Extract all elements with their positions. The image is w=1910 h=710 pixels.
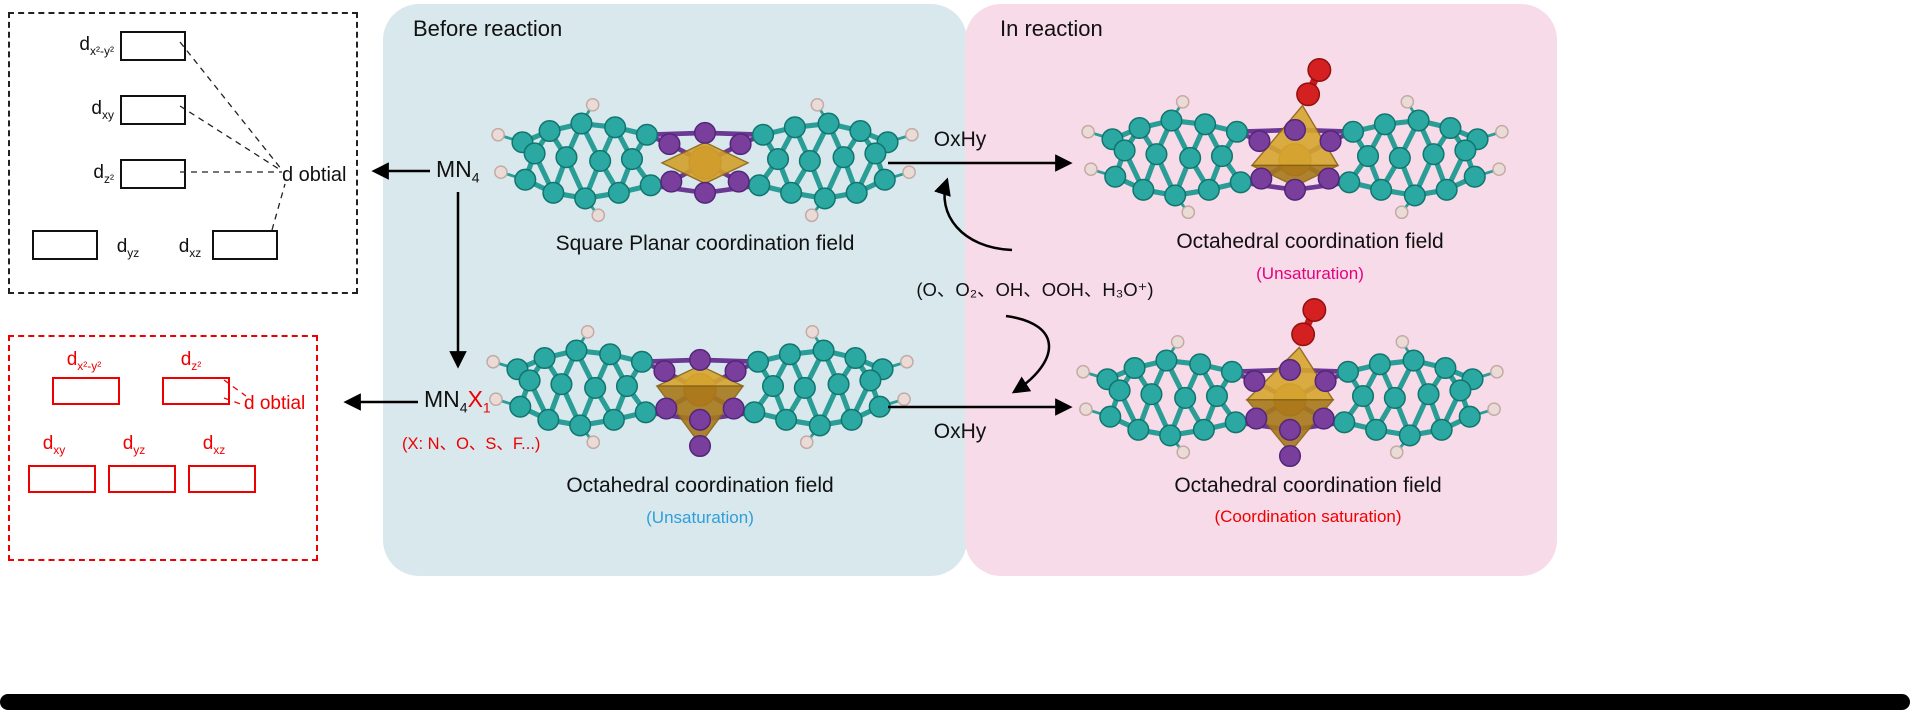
- d-orbital-label: d obtial: [244, 393, 306, 414]
- in-reaction-panel: [965, 4, 1557, 576]
- d-orbital-label: d obtial: [282, 164, 347, 186]
- orbital-level-box: [162, 377, 230, 405]
- octahedral-molecule-saturated: [1076, 297, 1504, 468]
- molecule-graphic: [1296, 57, 1332, 107]
- octahedral-molecule-before: [486, 324, 914, 458]
- orbital-level-label: dx²-y²: [79, 34, 114, 58]
- d-orbital-diagram-square-planar: dx²-y² dxy dz² dyz dxz d obtial: [8, 12, 358, 294]
- molecule-graphic: [653, 348, 747, 458]
- orbital-level-label: dz²: [180, 349, 202, 373]
- orbital-level-box: [120, 159, 186, 189]
- molecule-graphic: [660, 141, 750, 185]
- molecule-graphic: [1081, 94, 1509, 220]
- oxhy-label-top: OxHy: [933, 128, 987, 151]
- molecule-graphic: [1248, 118, 1342, 201]
- before-reaction-title: Before reaction: [413, 16, 563, 41]
- orbital-level-box: [32, 230, 98, 260]
- molecule-graphic: [491, 97, 919, 223]
- d-orbital-diagram-octahedral: dx²-y² dz² d obtial dxy dyz dxz: [8, 335, 318, 561]
- mn4x1-formula: MN4X1: [424, 386, 491, 416]
- orbital-level-label: dxz: [202, 433, 226, 457]
- before-reaction-panel: [383, 4, 967, 576]
- molecule-graphic: [1243, 358, 1337, 468]
- mn4-formula: MN4: [436, 156, 480, 186]
- octahedral-molecule-unsaturated: [1081, 57, 1509, 220]
- orbital-level-box: [120, 95, 186, 125]
- molecule-graphic: [486, 324, 914, 450]
- square-planar-caption: Square Planar coordination field: [555, 232, 855, 255]
- orbital-level-label: dyz: [122, 433, 146, 457]
- orbital-level-box: [212, 230, 278, 260]
- orbital-level-label: dxy: [42, 433, 66, 457]
- square-planar-molecule: [491, 97, 919, 223]
- reactive-species-list: (O、O₂、OH、OOH、H₃O⁺): [916, 279, 1154, 300]
- octahedral-saturated-caption: Octahedral coordination field: [1174, 474, 1442, 497]
- octahedral-saturated-note: (Coordination saturation): [1214, 507, 1402, 526]
- oxhy-label-bottom: OxHy: [933, 420, 987, 443]
- orbital-level-box: [120, 31, 186, 61]
- orbital-level-box: [52, 377, 120, 405]
- x-substituent-note: (X: N、O、S、F...): [402, 435, 541, 453]
- octahedral-unsaturated-caption: Octahedral coordination field: [1176, 230, 1444, 253]
- orbital-level-label: dx²-y²: [66, 349, 102, 373]
- orbital-level-label: dxz: [178, 236, 202, 260]
- bottom-divider-bar: [0, 694, 1910, 710]
- orbital-level-box: [28, 465, 96, 493]
- octahedral-before-note: (Unsaturation): [646, 508, 754, 527]
- orbital-level-label: dyz: [116, 236, 140, 260]
- molecule-graphic: [658, 121, 752, 204]
- orbital-level-box: [188, 465, 256, 493]
- octahedral-before-caption: Octahedral coordination field: [566, 474, 834, 497]
- orbital-level-label: dxy: [91, 98, 114, 122]
- octahedral-unsaturated-note: (Unsaturation): [1256, 264, 1364, 283]
- in-reaction-title: In reaction: [1000, 16, 1103, 41]
- orbital-level-box: [108, 465, 176, 493]
- molecule-graphic: [1291, 297, 1327, 347]
- molecule-graphic: [1076, 334, 1504, 460]
- orbital-level-label: dz²: [93, 162, 114, 186]
